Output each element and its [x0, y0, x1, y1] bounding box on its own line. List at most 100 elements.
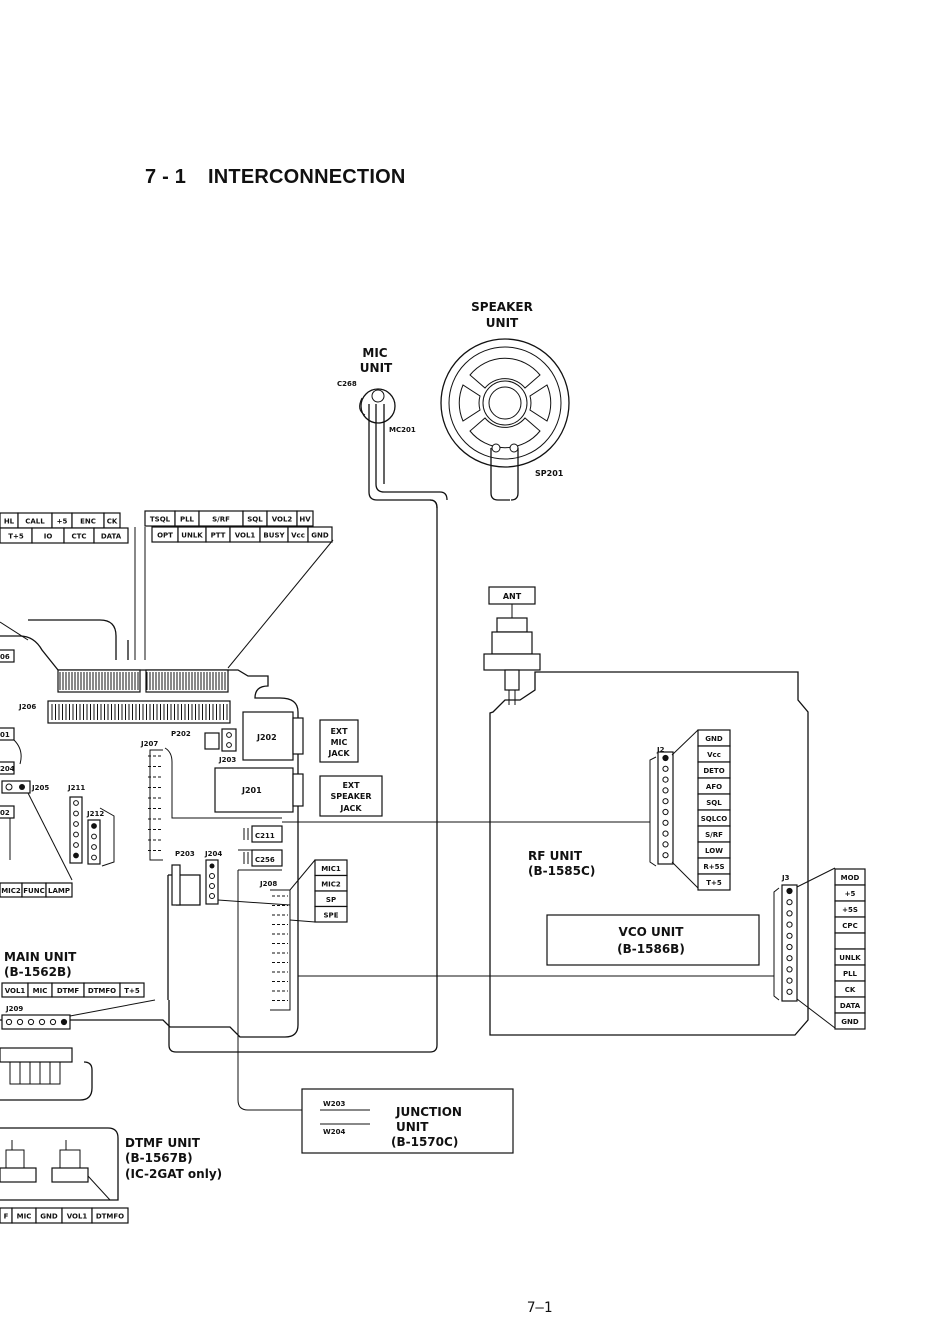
top-left-r2-1-text: IO [44, 533, 53, 541]
j2-pin-label-8: R+5S [697, 857, 731, 875]
ext-mic-jack-box [319, 719, 359, 763]
j208-pin-label-1: MIC2 [314, 874, 348, 892]
j2-pin [662, 830, 669, 837]
j2-pin-label-6: S/RF [697, 825, 731, 843]
top-right-r2-2-text: PTT [211, 532, 226, 540]
top-right-r1-1-text: PLL [180, 516, 195, 524]
j2-pin-label-1: Vcc [697, 745, 731, 763]
speaker-cone [482, 380, 528, 426]
j208-pin-label-2: SP [314, 890, 348, 908]
top-right-r2-2: PTT [205, 526, 231, 543]
j3-pin-label-0: MOD [834, 868, 866, 886]
main-bottom-label-2-text: DTMF [57, 987, 80, 995]
j209-label: J209 [5, 1005, 23, 1013]
top-left-r2-0: T+5 [0, 527, 33, 544]
top-left-r1-1-text: CALL [25, 518, 45, 526]
j3-pin [786, 943, 793, 951]
top-left-r1-1: CALL [17, 512, 53, 529]
j208-pin-label-3-text: SPE [324, 911, 339, 919]
j3-pin-label-9: GND [834, 1012, 866, 1030]
j2-pin-label-1-text: Vcc [707, 751, 721, 759]
top-right-r1-4-text: VOL2 [272, 516, 293, 524]
top-left-r1-3-text: ENC [80, 518, 96, 526]
mic-capsule [360, 388, 396, 424]
j208-pin-label-0: MIC1 [314, 859, 348, 877]
j3-pin-label-2: +5S [834, 900, 866, 918]
j2-pin-label-8-text: R+5S [703, 863, 724, 871]
j211-j212: J211 J212 [67, 784, 115, 867]
j212-label: J212 [86, 810, 104, 818]
p202-j202: P202 J203 J202 EXT MIC JACK [171, 711, 359, 764]
w203-label: W203 [323, 1100, 345, 1108]
top-right-r2-6-text: GND [311, 532, 329, 540]
j208-pin-label-2-text: SP [326, 896, 336, 904]
j3-pin-label-7-text: CK [845, 986, 856, 994]
top-right-r1-0-text: TSQL [150, 516, 171, 524]
speaker-unit-label-1: SPEAKER [471, 300, 533, 314]
main-bottom-label-3-text: DTMFO [88, 987, 116, 995]
c256-label: C256 [255, 856, 275, 864]
main-bottom-label-0-text: VOL1 [5, 987, 26, 995]
antenna-label: ANT [503, 592, 522, 601]
top-left-r1-4-text: CK [107, 518, 118, 526]
top-right-r2-3: VOL1 [229, 526, 261, 543]
j2-pin-label-6-text: S/RF [705, 831, 723, 839]
top-right-r2-4-text: BUSY [263, 532, 285, 540]
ext-speaker-label-3: JACK [339, 804, 362, 813]
top-left-r1-2-text: +5 [57, 518, 68, 526]
top-left-r1-0-text: HL [4, 518, 15, 526]
top-right-r1-2: S/RF [198, 510, 244, 527]
rf-unit-label-2: (B-1585C) [528, 864, 595, 878]
main-bottom-label-1-text: MIC [33, 987, 48, 995]
speaker-ref: SP201 [535, 469, 564, 478]
dtmf-label-1: DTMF UNIT [125, 1136, 201, 1150]
j2-pin-label-9: T+5 [697, 873, 731, 891]
mic-cap-ref: C268 [337, 380, 357, 388]
j202-label: J202 [256, 733, 277, 742]
partial-01: 01 [0, 731, 10, 739]
mic-unit-label-2: UNIT [360, 361, 393, 375]
j3-pin [786, 899, 793, 906]
dtmf-label-2: (B-1567B) [125, 1151, 193, 1165]
speaker-outer-rim [440, 338, 570, 468]
vco-unit-label-1: VCO UNIT [619, 925, 685, 939]
j2-pin [662, 754, 669, 762]
top-right-r2-4: BUSY [259, 526, 289, 543]
j2-pin-label-3: AFO [697, 777, 731, 795]
top-right-r1-3: SQL [242, 510, 268, 527]
top-right-r1-5-text: HV [299, 516, 311, 524]
top-right-r1-1: PLL [174, 510, 200, 527]
top-left-r1-4: CK [103, 512, 121, 529]
j203-label: J203 [218, 756, 236, 764]
j2-pin [662, 852, 669, 859]
j3-pin-label-6: PLL [834, 964, 866, 982]
main-bottom-label-0: VOL1 [1, 982, 29, 998]
dtmf-bottom-label-3: VOL1 [61, 1207, 93, 1224]
j3-pin [786, 966, 793, 973]
top-left-r1-3: ENC [71, 512, 105, 529]
main-unit: MAIN UNIT (B-1562B) [0, 619, 299, 1038]
dtmf-bottom-label-1-text: MIC [17, 1213, 32, 1221]
j3-pin-label-3: CPC [834, 916, 866, 934]
top-right-r2-5-text: Vcc [291, 532, 305, 540]
j3-pin-label-1: +5 [834, 884, 866, 902]
antenna-connector: ANT [483, 586, 541, 705]
j3-pin [786, 921, 793, 928]
top-right-r2-5: Vcc [287, 526, 309, 543]
j3-pin-label-3-text: CPC [842, 922, 857, 930]
section-number: 7 - 1 [145, 166, 187, 188]
speaker-unit-label-2: UNIT [486, 316, 519, 330]
top-right-r2-1: UNLK [177, 526, 207, 543]
j3-pin [786, 977, 793, 984]
top-left-r2-3: DATA [93, 527, 129, 544]
c211-label: C211 [255, 832, 275, 840]
ext-mic-label-2: MIC [331, 738, 348, 747]
top-right-r2-1-text: UNLK [181, 532, 203, 540]
partial-02: 02 [0, 809, 10, 817]
c211-c256: C211 C256 [243, 825, 283, 867]
j2-pin-label-5: SQLCO [697, 809, 731, 827]
j208-pin-label-1-text: MIC2 [321, 880, 341, 888]
